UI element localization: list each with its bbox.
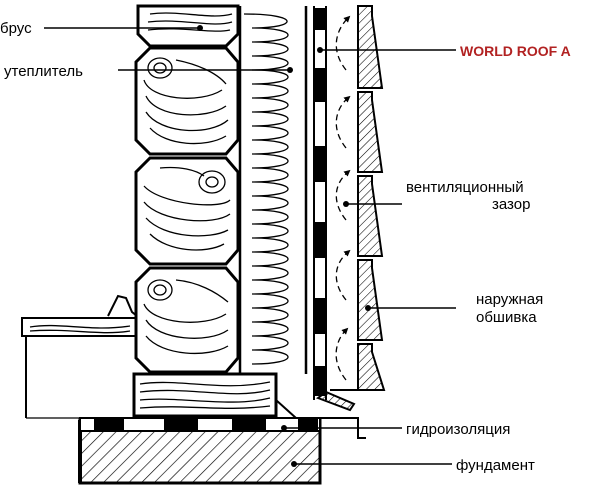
label-cladding-line2: обшивка <box>476 309 537 326</box>
label-waterproofing: гидроизоляция <box>406 421 510 438</box>
leader-lines <box>44 25 456 467</box>
label-vent-gap-line1: вентиляционный <box>406 179 524 196</box>
timber-sill <box>132 372 278 418</box>
waterproofing-layer <box>79 417 321 432</box>
label-brand: WORLD ROOF A <box>460 43 571 59</box>
floor-joist <box>21 294 138 419</box>
label-vent-gap-line2: зазор <box>492 196 530 213</box>
label-cladding-line1: наружная <box>476 291 543 308</box>
membrane-with-battens <box>313 6 327 400</box>
insulation-layer <box>238 6 308 374</box>
label-foundation: фундамент <box>456 457 535 474</box>
timber-log-3 <box>134 266 240 374</box>
timber-log-top <box>136 4 240 48</box>
ventilation-air-flow <box>335 15 351 381</box>
label-timber: брус <box>0 20 32 37</box>
exterior-cladding <box>330 5 386 391</box>
timber-log-2 <box>134 156 240 266</box>
label-insulation: утеплитель <box>4 63 83 80</box>
timber-log-1 <box>134 46 240 156</box>
